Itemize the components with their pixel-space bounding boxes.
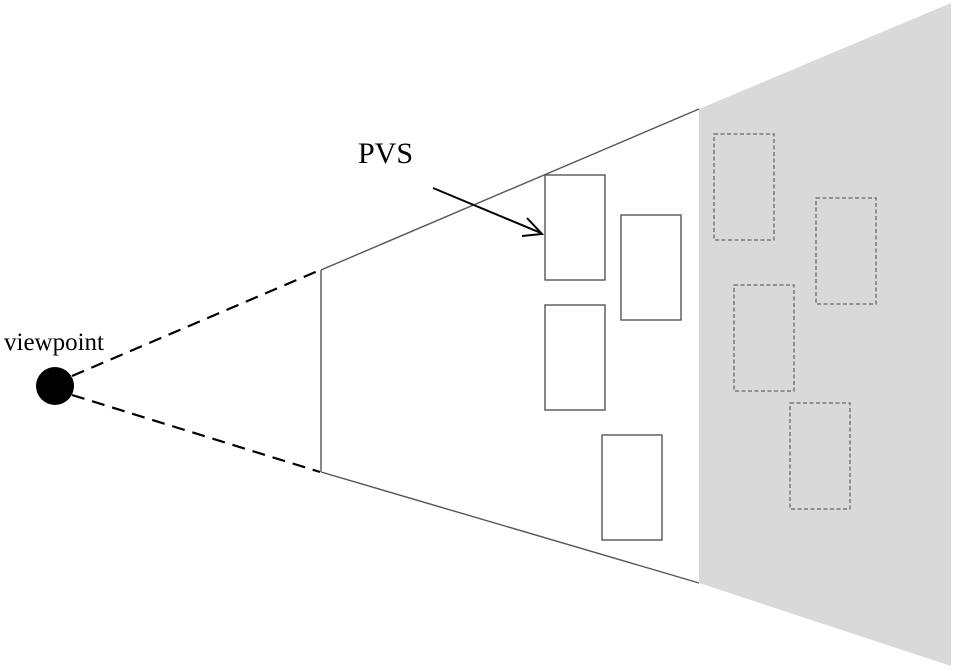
pvs-label: PVS — [358, 137, 413, 170]
occluded-region — [699, 3, 951, 666]
frustum-bottom-edge — [320, 471, 700, 584]
occluded-object — [713, 133, 775, 241]
occluded-object — [815, 197, 877, 305]
visible-object — [620, 214, 682, 321]
visible-object — [544, 174, 606, 281]
visible-objects — [544, 174, 682, 541]
occluded-object — [733, 284, 795, 392]
viewpoint-dot — [36, 367, 74, 405]
pvs-arrow-head — [521, 217, 545, 237]
visible-object — [601, 434, 663, 541]
frustum-top-edge — [320, 108, 700, 271]
visible-object — [544, 304, 606, 411]
sight-line-bottom — [71, 393, 321, 474]
sight-line-top — [71, 268, 321, 378]
pvs-arrow-shaft — [432, 187, 542, 234]
occluded-object — [789, 402, 851, 510]
viewpoint-label: viewpoint — [4, 329, 104, 356]
occluded-objects — [713, 133, 877, 510]
